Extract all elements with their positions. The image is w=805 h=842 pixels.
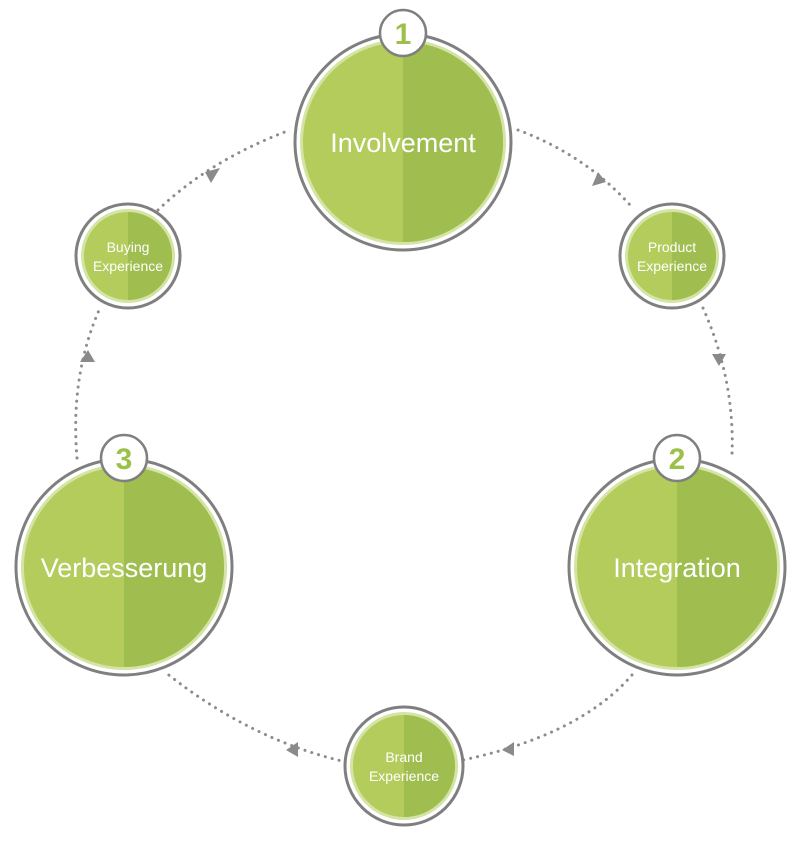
stage-number: 2 <box>669 443 686 476</box>
connector-involvement-to-product <box>516 128 632 207</box>
experience-label-line1: Brand <box>385 749 422 765</box>
arrow-icon <box>502 742 514 756</box>
stage-number: 3 <box>116 443 133 476</box>
experience-label-line1: Product <box>648 239 696 255</box>
connector-integration-to-brand <box>461 673 634 762</box>
arrow-icon <box>592 172 606 186</box>
stage-verbesserung: Verbesserung 3 <box>14 433 234 677</box>
experience-label-line2: Experience <box>93 258 163 274</box>
number-badge <box>378 8 428 58</box>
stage-integration: Integration 2 <box>567 433 787 677</box>
number-badge <box>652 433 702 483</box>
connectors <box>74 128 734 764</box>
connector-buying-to-involvement <box>156 128 292 212</box>
arrow-icon <box>712 354 726 366</box>
connector-product-to-integration <box>701 306 734 457</box>
arrowheads <box>80 168 726 757</box>
arrow-icon <box>286 742 298 757</box>
number-badge <box>99 433 149 483</box>
arrow-icon <box>205 168 220 183</box>
arrow-icon <box>80 350 95 362</box>
experience-label-line2: Experience <box>369 768 439 784</box>
stage-label: Integration <box>613 553 741 583</box>
stage-label: Verbesserung <box>41 553 208 583</box>
stage-number: 1 <box>395 18 412 51</box>
stage-label: Involvement <box>330 128 476 158</box>
experience-label-line1: Buying <box>107 239 150 255</box>
experience-label-line2: Experience <box>637 258 707 274</box>
connector-verbesserung-to-buying <box>74 306 102 460</box>
stage-involvement: Involvement 1 <box>293 8 513 252</box>
connector-brand-to-verbesserung <box>163 670 348 764</box>
